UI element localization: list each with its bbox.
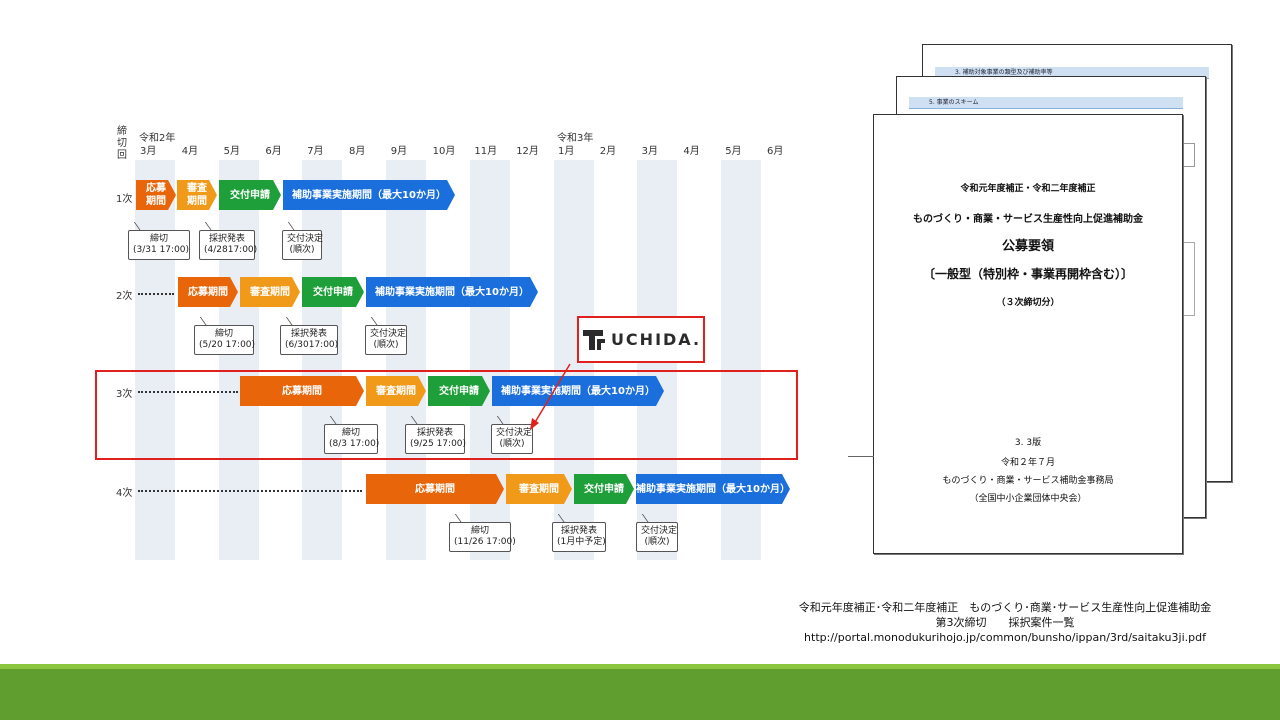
month-band: [219, 160, 259, 560]
doc-subtitle: 〔一般型（特別枠・事業再開枠含む）〕: [922, 267, 1133, 281]
doc-edge-line: [848, 456, 874, 457]
pointer-arrow: [530, 363, 571, 430]
doc-office: ものづくり・商業・サービス補助金事務局: [942, 476, 1114, 486]
round-label: 4次: [116, 488, 133, 499]
dotted-leader: [138, 391, 238, 393]
month-label: 6月: [265, 146, 282, 157]
project-period-bar: 補助事業実施期間（最大10か月）: [366, 277, 538, 307]
month-label: 5月: [725, 146, 742, 157]
month-label: 10月: [432, 146, 456, 157]
round-label: 3次: [116, 389, 133, 400]
grant-application-bar: 交付申請: [428, 376, 490, 406]
round3-highlight-box: [95, 370, 798, 460]
grant-application-bar: 交付申請: [574, 474, 634, 504]
month-label: 6月: [767, 146, 784, 157]
deadline-callout: 締切 (11/26 17:00): [449, 522, 516, 552]
project-period-bar: 補助事業実施期間（最大10か月）: [636, 474, 790, 504]
application-period-bar: 応募期間: [366, 474, 504, 504]
caption-line1: 令和元年度補正･令和二年度補正 ものづくり･商業･サービス生産性向上促進補助金: [798, 601, 1212, 614]
month-label: 7月: [307, 146, 324, 157]
month-label: 4月: [683, 146, 700, 157]
review-period-bar: 審査期間: [366, 376, 426, 406]
month-band: [135, 160, 175, 560]
selection-callout: 採択発表 (9/25 17:00): [405, 424, 466, 454]
doc-round-note: （３次締切分）: [996, 298, 1060, 308]
year-label-r3: 令和3年: [557, 133, 594, 144]
uchida-logo-icon: [582, 329, 605, 350]
year-label-r2: 令和2年: [139, 133, 176, 144]
round-header: 締 切 回: [117, 126, 127, 161]
doc-version: 3. 3版: [1014, 438, 1042, 448]
review-period-bar: 審査期間: [240, 277, 300, 307]
deadline-callout: 締切 (3/31 17:00): [128, 230, 190, 260]
doc-title: 公募要領: [1001, 239, 1054, 254]
dotted-leader: [138, 490, 362, 492]
month-band: [302, 160, 342, 560]
month-label: 11月: [474, 146, 498, 157]
selection-callout: 採択発表 (1月中予定): [552, 522, 606, 552]
review-period-bar: 審査期間: [506, 474, 572, 504]
selection-callout: 採択発表 (4/2817:00): [199, 230, 257, 260]
month-label: 9月: [390, 146, 408, 157]
project-period-bar: 補助事業実施期間（最大10か月）: [492, 376, 664, 406]
grant-decision-callout: 交付決定 (順次): [491, 424, 533, 454]
doc-cover-page: 令和元年度補正・令和二年度補正 ものづくり・商業・サービス生産性向上促進補助金 …: [873, 114, 1183, 554]
application-period-bar: 応募 期間: [136, 180, 176, 210]
caption-url[interactable]: http://portal.monodukurihojo.jp/common/b…: [804, 631, 1206, 644]
month-label: 1月: [558, 146, 575, 157]
selection-callout: 採択発表 (6/3017:00): [280, 325, 338, 355]
grant-decision-callout: 交付決定 (順次): [365, 325, 407, 355]
doc-section-header: 5. 事業のスキーム: [909, 97, 1183, 109]
grant-decision-callout: 交付決定 (順次): [636, 522, 678, 552]
footer-bar: [0, 669, 1280, 720]
project-period-bar: 補助事業実施期間（最大10か月）: [283, 180, 455, 210]
month-label: 4月: [181, 146, 199, 157]
deadline-callout: 締切 (5/20 17:00): [194, 325, 255, 355]
month-label: 3月: [140, 146, 157, 157]
deadline-callout: 締切 (8/3 17:00): [324, 424, 379, 454]
uchida-logo-box: UCHIDA.: [577, 316, 705, 363]
application-period-bar: 応募期間: [178, 277, 238, 307]
application-period-bar: 応募期間: [240, 376, 364, 406]
footer-accent-line: [0, 664, 1280, 669]
grant-application-bar: 交付申請: [219, 180, 281, 210]
uchida-logo-text: UCHIDA.: [610, 330, 702, 349]
review-period-bar: 審査 期間: [177, 180, 217, 210]
doc-date: 令和２年７月: [1000, 458, 1055, 468]
doc-line2: ものづくり・商業・サービス生産性向上促進補助金: [913, 214, 1143, 225]
month-label: 3月: [641, 146, 658, 157]
month-label: 12月: [516, 146, 539, 157]
source-caption: 令和元年度補正･令和二年度補正 ものづくり･商業･サービス生産性向上促進補助金 …: [760, 600, 1250, 645]
round-label: 2次: [116, 291, 133, 302]
doc-line1: 令和元年度補正・令和二年度補正: [960, 184, 1096, 194]
month-label: 5月: [223, 146, 240, 157]
month-label: 8月: [349, 146, 366, 157]
doc-org: （全国中小企業団体中央会）: [969, 494, 1087, 504]
round-label: 1次: [116, 194, 133, 205]
grant-decision-callout: 交付決定 (順次): [282, 230, 323, 260]
month-label: 2月: [599, 146, 617, 157]
caption-line2: 第3次締切 採択案件一覧: [935, 616, 1075, 629]
dotted-leader: [138, 293, 174, 295]
grant-application-bar: 交付申請: [302, 277, 364, 307]
